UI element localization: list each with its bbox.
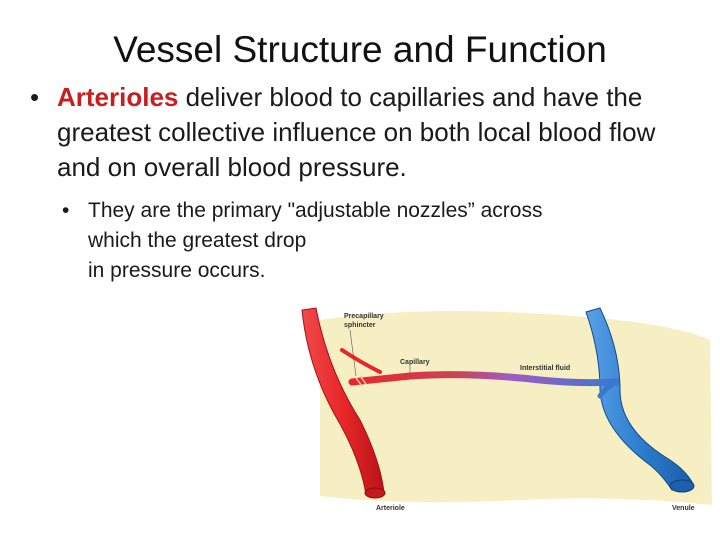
bullet-nozzles-line-3: in pressure occurs. bbox=[88, 259, 266, 282]
venule-lumen bbox=[669, 479, 695, 493]
bullet-arterioles-text: Arterioles deliver blood to capillaries … bbox=[57, 80, 680, 185]
slide-title: Vessel Structure and Function bbox=[113, 29, 607, 70]
bullet-dot: • bbox=[62, 199, 70, 222]
capillary-branch-venule bbox=[597, 379, 619, 399]
bullet-dot: • bbox=[30, 82, 40, 112]
capillary-branch-upper bbox=[340, 348, 382, 374]
label-interstitial: Interstitial fluid bbox=[520, 365, 570, 372]
bullet-nozzles-text: They are the primary "adjustable nozzles… bbox=[88, 196, 662, 286]
bullet-arterioles-rest: deliver blood to capillaries and have th… bbox=[57, 82, 656, 182]
label-capillary: Capillary bbox=[400, 359, 430, 366]
bullet-arterioles: • Arterioles deliver blood to capillarie… bbox=[30, 80, 680, 185]
arteriole-lumen bbox=[364, 487, 386, 499]
bullet-nozzles-line-1: They are the primary "adjustable nozzles… bbox=[88, 199, 543, 222]
label-venule: Venule bbox=[672, 505, 695, 512]
label-sphincter: sphincter bbox=[344, 322, 376, 329]
precapillary-sphincter bbox=[355, 375, 367, 387]
bullet-nozzles-line-2: which the greatest drop bbox=[88, 229, 307, 252]
bullet-nozzles: • They are the primary "adjustable nozzl… bbox=[62, 196, 662, 286]
arterioles-keyword: Arterioles bbox=[57, 82, 179, 112]
capillary-bed-diagram: Precapillary sphincter Capillary Interst… bbox=[301, 307, 712, 512]
label-arteriole: Arteriole bbox=[376, 505, 405, 512]
label-precapillary: Precapillary bbox=[344, 313, 384, 320]
capillary-vessel bbox=[348, 371, 620, 387]
